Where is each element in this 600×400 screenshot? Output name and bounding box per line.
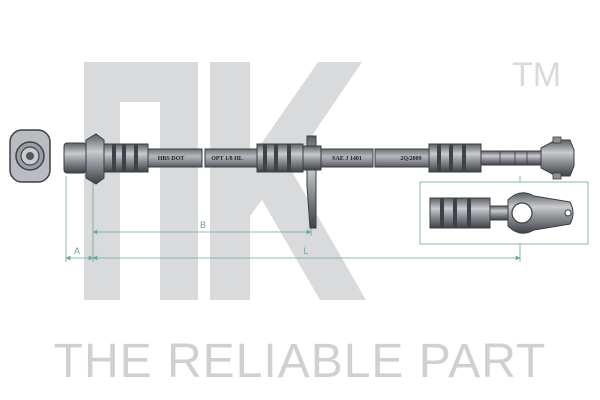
logo-letter-k xyxy=(210,62,366,300)
banjo-fitting-side xyxy=(540,139,575,177)
bracket-clip-left xyxy=(85,133,105,185)
trademark-symbol: TM xyxy=(512,56,561,94)
hex-nut-left xyxy=(63,142,87,174)
fitting-end-view xyxy=(9,129,51,183)
detail-inset xyxy=(419,181,589,245)
logo-letter-n xyxy=(84,62,198,300)
marking-4: 2Q/2009 xyxy=(400,156,421,162)
hose-section-3 xyxy=(320,148,374,168)
hose-section-1 xyxy=(147,148,203,168)
marking-2: OPT 1/8 HL xyxy=(211,156,243,162)
dimension-a-label: A xyxy=(74,246,80,256)
dimension-l-label: L xyxy=(303,246,308,256)
brand-tagline: THE RELIABLE PART xyxy=(53,335,547,388)
marking-1: HBS DOT xyxy=(158,156,185,162)
steel-tube xyxy=(480,150,542,166)
nk-logo xyxy=(84,62,366,300)
marking-3: SAE J 1401 xyxy=(332,156,362,162)
brake-hose: HBS DOT OPT 1/8 HL SAE J 1401 2Q/2009 xyxy=(63,133,575,229)
dimension-b-label: B xyxy=(200,220,206,230)
